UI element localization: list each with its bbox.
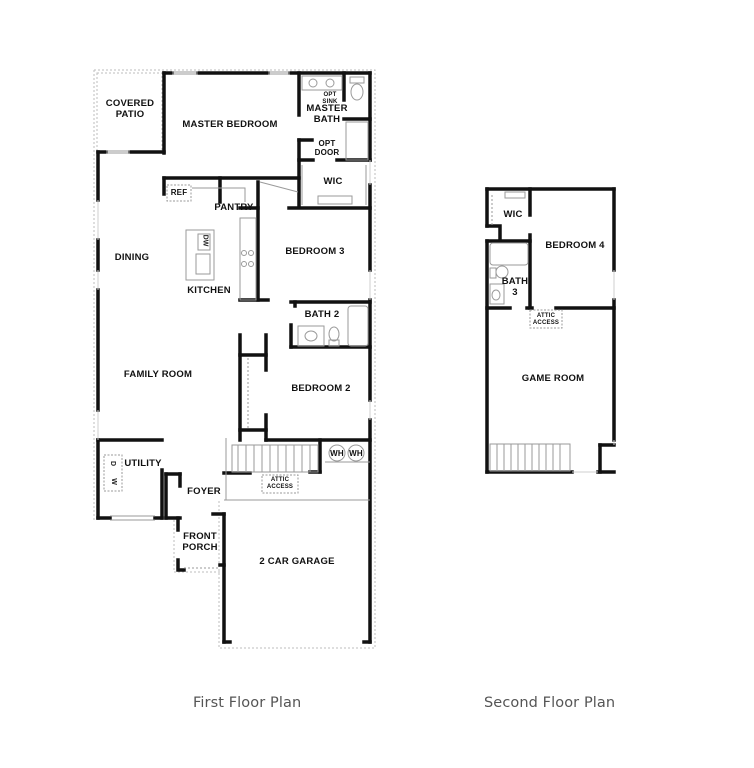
appliance-label-water-heater-1: WH	[330, 449, 344, 458]
room-label-master-bath: MASTER BATH	[303, 103, 351, 125]
label-attic-access-first: ATTIC ACCESS	[262, 477, 298, 491]
room-label-bath-3: BATH 3	[500, 276, 530, 298]
first-floor-caption: First Floor Plan	[193, 695, 302, 711]
fixtures	[97, 71, 371, 569]
attic-access-line2: ACCESS	[266, 484, 294, 490]
label-attic-access-second: ATTIC ACCESS	[530, 313, 562, 327]
attic-access-second-line2: ACCESS	[532, 320, 560, 326]
room-label-covered-patio: COVERED PATIO	[104, 98, 156, 120]
front-porch-line2: PORCH	[182, 542, 218, 553]
room-label-utility: UTILITY	[124, 458, 162, 469]
second-floor-caption: Second Floor Plan	[484, 695, 616, 711]
room-label-kitchen: KITCHEN	[187, 285, 231, 296]
appliance-label-ref: REF	[170, 188, 188, 197]
covered-patio-line1: COVERED	[105, 98, 155, 109]
appliance-label-dw: DW	[201, 234, 209, 247]
room-label-bedroom-3: BEDROOM 3	[285, 246, 345, 257]
room-label-game-room: GAME ROOM	[521, 373, 585, 384]
second-floor-plan	[485, 187, 616, 474]
room-label-opt-door: OPT DOOR	[312, 139, 342, 157]
room-label-wic: WIC	[323, 176, 343, 187]
appliance-label-water-heater-2: WH	[349, 449, 363, 458]
room-label-family-room: FAMILY ROOM	[123, 369, 193, 380]
master-bath-line1: MASTER	[306, 103, 348, 114]
room-label-bath-2: BATH 2	[304, 309, 340, 320]
room-label-front-porch: FRONT PORCH	[178, 531, 222, 553]
attic-access-line1: ATTIC	[270, 477, 290, 483]
room-label-dining: DINING	[114, 252, 150, 263]
fixtures-second	[489, 191, 615, 473]
room-label-pantry: PANTRY	[214, 202, 254, 213]
master-bath-line2: BATH	[313, 114, 341, 125]
room-label-bedroom-2: BEDROOM 2	[291, 383, 351, 394]
first-floor-plan	[93, 69, 376, 649]
bath-3-line2: 3	[512, 287, 518, 298]
room-label-opt-sink: OPT SINK	[320, 92, 340, 106]
walls-second	[485, 187, 616, 474]
room-label-bedroom-4: BEDROOM 4	[545, 240, 605, 251]
room-label-wic-second: WIC	[503, 209, 523, 220]
room-label-foyer: FOYER	[187, 486, 221, 497]
covered-patio-line2: PATIO	[115, 109, 145, 120]
appliance-label-washer: W	[109, 478, 117, 485]
opt-sink-line2: SINK	[322, 99, 338, 105]
front-porch-line1: FRONT	[183, 531, 217, 542]
opt-sink-line1: OPT	[323, 92, 337, 98]
opt-door-line2: DOOR	[314, 148, 340, 157]
attic-access-second-line1: ATTIC	[536, 313, 556, 319]
opt-door-line1: OPT	[318, 139, 336, 148]
room-label-master-bedroom: MASTER BEDROOM	[182, 119, 278, 130]
room-label-garage: 2 CAR GARAGE	[259, 556, 335, 567]
bath-3-line1: BATH	[501, 276, 529, 287]
appliance-label-dryer: D	[109, 460, 117, 467]
